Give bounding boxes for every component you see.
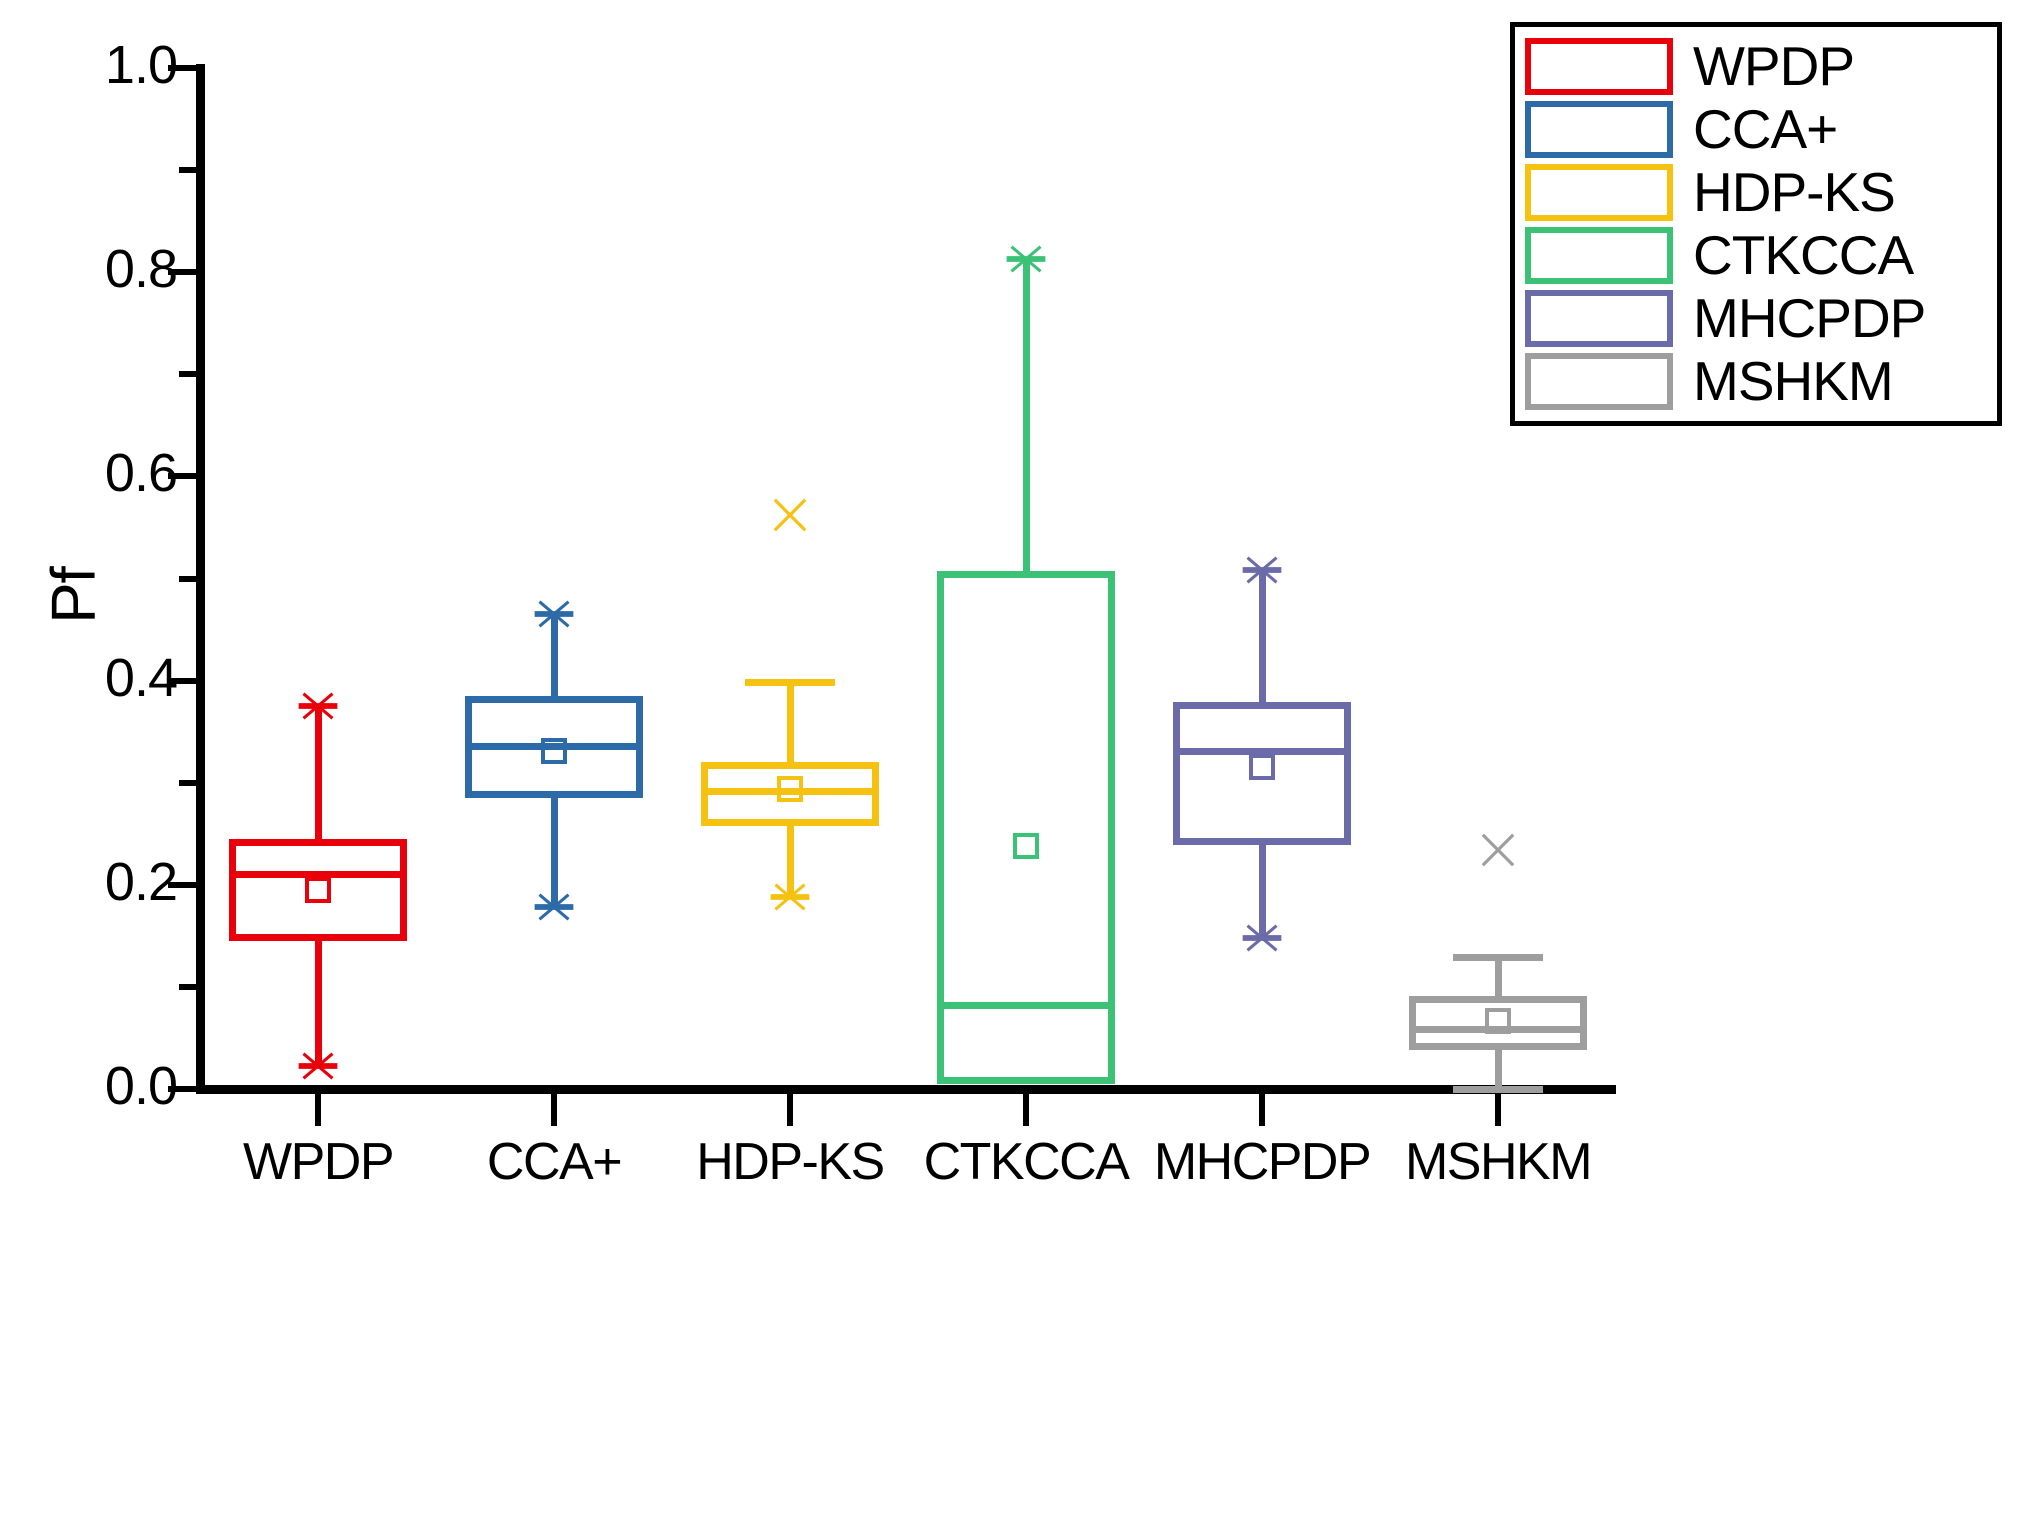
y-tick-label: 0.8 (104, 239, 178, 300)
outlier-marker (770, 495, 810, 535)
mean-marker (1013, 833, 1039, 859)
x-tick (1495, 1094, 1501, 1126)
whisker-lower-star (532, 885, 576, 929)
whisker-upper-star (1240, 548, 1284, 592)
y-axis-line (196, 64, 205, 1091)
whisker-upper-star (532, 592, 576, 636)
x-tick (1023, 1094, 1029, 1126)
x-tick-label: MHCPDP (1153, 1133, 1372, 1191)
median-line (1173, 747, 1351, 755)
y-tick-label: 0.2 (104, 851, 178, 912)
x-tick-label: CTKCCA (923, 1133, 1130, 1191)
whisker-upper-star (1004, 237, 1048, 281)
legend-item-cca+[interactable]: CCA+ (1525, 98, 1987, 161)
y-tick-label: 0.4 (104, 647, 178, 708)
mean-marker (777, 775, 803, 802)
x-tick-label: WPDP (243, 1133, 395, 1191)
x-tick-label: CCA+ (486, 1133, 623, 1191)
legend-swatch-icon (1525, 290, 1673, 347)
y-tick-major (168, 473, 196, 480)
legend-swatch-icon (1525, 353, 1673, 410)
y-tick-label: 0.0 (104, 1056, 178, 1116)
y-tick-major (168, 1086, 196, 1092)
legend-item-mhcpdp[interactable]: MHCPDP (1525, 287, 1987, 350)
mean-marker (1485, 1007, 1511, 1034)
y-tick-minor (179, 983, 196, 990)
whisker-lower-stem (1258, 844, 1266, 938)
whisker-upper-stem (786, 682, 794, 763)
y-tick-minor (179, 779, 196, 786)
mean-marker (541, 738, 567, 765)
legend-swatch-icon (1525, 227, 1673, 284)
whisker-lower-stem (1494, 1050, 1502, 1089)
legend-label: WPDP (1693, 35, 1855, 97)
whisker-lower-cap (1453, 1085, 1543, 1093)
whisker-upper-stem (314, 706, 322, 839)
y-tick-label: 0.6 (104, 443, 178, 504)
legend-item-wpdp[interactable]: WPDP (1525, 35, 1987, 98)
x-tick-label: MSHKM (1404, 1133, 1593, 1191)
outlier-marker (1478, 830, 1518, 870)
legend-item-hdp-ks[interactable]: HDP-KS (1525, 161, 1987, 224)
legend-swatch-icon (1525, 101, 1673, 158)
y-tick-major (168, 881, 196, 888)
mean-marker (1249, 754, 1275, 781)
box-iqr (1173, 702, 1351, 845)
whisker-upper-stem (1494, 957, 1502, 997)
median-line (229, 871, 407, 879)
y-tick-minor (179, 167, 196, 174)
legend-item-mshkm[interactable]: MSHKM (1525, 350, 1987, 413)
legend-label: MHCPDP (1693, 287, 1926, 349)
legend-item-ctkcca[interactable]: CTKCCA (1525, 224, 1987, 287)
box-iqr (937, 571, 1115, 1084)
median-line (465, 743, 643, 751)
median-line (937, 1001, 1115, 1009)
legend-label: HDP-KS (1693, 161, 1896, 223)
whisker-lower-star (768, 875, 812, 919)
whisker-upper-stem (1022, 258, 1030, 572)
legend-swatch-icon (1525, 38, 1673, 95)
legend-label: CTKCCA (1693, 224, 1914, 286)
x-tick (1259, 1094, 1265, 1126)
x-tick (787, 1094, 793, 1126)
box-iqr (1409, 996, 1587, 1051)
whisker-lower-stem (550, 798, 558, 908)
whisker-lower-stem (786, 825, 794, 898)
median-line (701, 788, 879, 796)
x-axis-line (196, 1085, 1616, 1094)
x-tick (551, 1094, 557, 1126)
y-tick-major (168, 269, 196, 276)
y-tick-label: 1.0 (104, 35, 178, 95)
legend-swatch-icon (1525, 164, 1673, 221)
whisker-lower-star (1240, 916, 1284, 960)
x-tick (315, 1094, 321, 1126)
y-tick-major (168, 65, 196, 71)
box-iqr (229, 838, 407, 941)
y-tick-minor (179, 371, 196, 378)
whisker-upper-cap (1453, 953, 1543, 961)
y-tick-major (168, 677, 196, 684)
whisker-upper-stem (550, 614, 558, 696)
whisker-upper-cap (745, 679, 835, 687)
whisker-upper-star (296, 684, 340, 728)
mean-marker (305, 876, 331, 903)
x-tick-label: HDP-KS (696, 1133, 885, 1191)
whisker-lower-star (296, 1044, 340, 1088)
legend-label: CCA+ (1693, 98, 1838, 160)
whisker-lower-stem (314, 940, 322, 1066)
y-tick-minor (179, 575, 196, 582)
whisker-upper-stem (1258, 570, 1266, 703)
legend-label: MSHKM (1693, 350, 1894, 412)
